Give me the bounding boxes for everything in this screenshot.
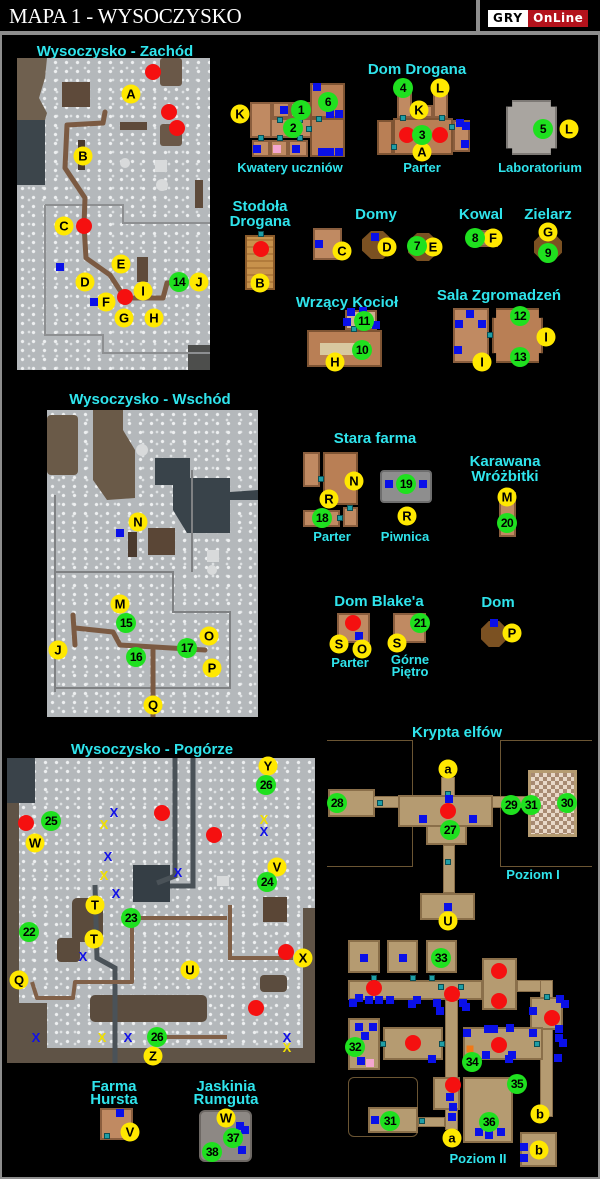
map-west [17,58,210,370]
map-pogorze [7,758,315,1063]
section-title-stara-farma: Stara farma [333,430,417,447]
section-title-stodola-2: Drogana [229,213,291,230]
section-title-zielarz: Zielarz [524,206,572,223]
label-blake-parter: Parter [331,655,369,670]
section-title-farma-hursta-1: Farma [91,1078,137,1095]
section-title-wrzacy-kociol: Wrzący Kocioł [295,294,399,311]
map-laboratorium [506,100,557,155]
label-dom-drogana-parter: Parter [403,160,441,175]
map-karawana-wrozbitki [499,492,516,537]
map-zielarz [534,233,562,261]
section-title-dom-drogana: Dom Drogana [367,61,467,78]
section-title-dom-blakea: Dom Blake'a [334,593,424,610]
section-title-pogorze: Wysoczysko - Pogórze [70,741,234,758]
logo-gry-text: GRY [488,10,529,27]
gry-online-logo: GRY OnLine [488,10,589,27]
map-east-terrain [47,410,258,717]
label-kwatery-uczniow: Kwatery uczniów [237,160,343,175]
map-west-terrain [17,58,210,370]
map-east [47,410,258,717]
map-dom-c [313,228,342,260]
section-title-krypta-elfow: Krypta elfów [411,724,503,741]
section-title-karawana-2: Wróżbitki [471,468,539,485]
map-stodola-drogana [245,235,275,290]
label-piwnica: Piwnica [380,529,430,544]
map-pogorze-terrain [7,758,315,1063]
label-blake-gorne: Górne [390,652,430,667]
map-dom-p [481,621,507,647]
section-title-sala-zgromadzen: Sala Zgromadzeń [436,287,562,304]
map-kowal [470,230,498,247]
map-piwnica [380,470,432,503]
map-dom-blakea-parter [337,613,370,643]
label-laboratorium: Laboratorium [498,160,582,175]
header: MAPA 1 - WYSOCZYSKO GRY OnLine [0,0,600,31]
section-title-karawana-1: Karawana [469,453,541,470]
section-title-kowal: Kowal [458,206,504,223]
logo-online-text: OnLine [528,10,589,27]
label-blake-pietro: Piętro [391,664,429,679]
section-title-jaskinia-2: Rumguta [193,1091,259,1108]
section-title-dom: Dom [481,594,515,611]
label-stara-farma-parter: Parter [313,529,351,544]
section-title-west: Wysoczysko - Zachód [36,43,194,60]
section-title-farma-hursta-2: Hursta [90,1091,138,1108]
section-title-east: Wysoczysko - Wschód [69,391,231,408]
header-divider [476,0,480,31]
section-title-stodola-1: Stodoła [232,198,288,215]
page-title: MAPA 1 - WYSOCZYSKO [9,4,242,28]
section-title-domy: Domy [355,206,397,223]
map-jaskinia-rumguta [199,1110,252,1162]
header-divider-band [0,31,600,35]
map-farma-hursta [100,1108,133,1140]
label-poziom-2: Poziom II [449,1151,507,1166]
section-title-jaskinia-1: Jaskinia [196,1078,256,1095]
map-dom-blakea-gorne-pietro [393,613,426,643]
label-poziom-1: Poziom I [506,867,560,882]
